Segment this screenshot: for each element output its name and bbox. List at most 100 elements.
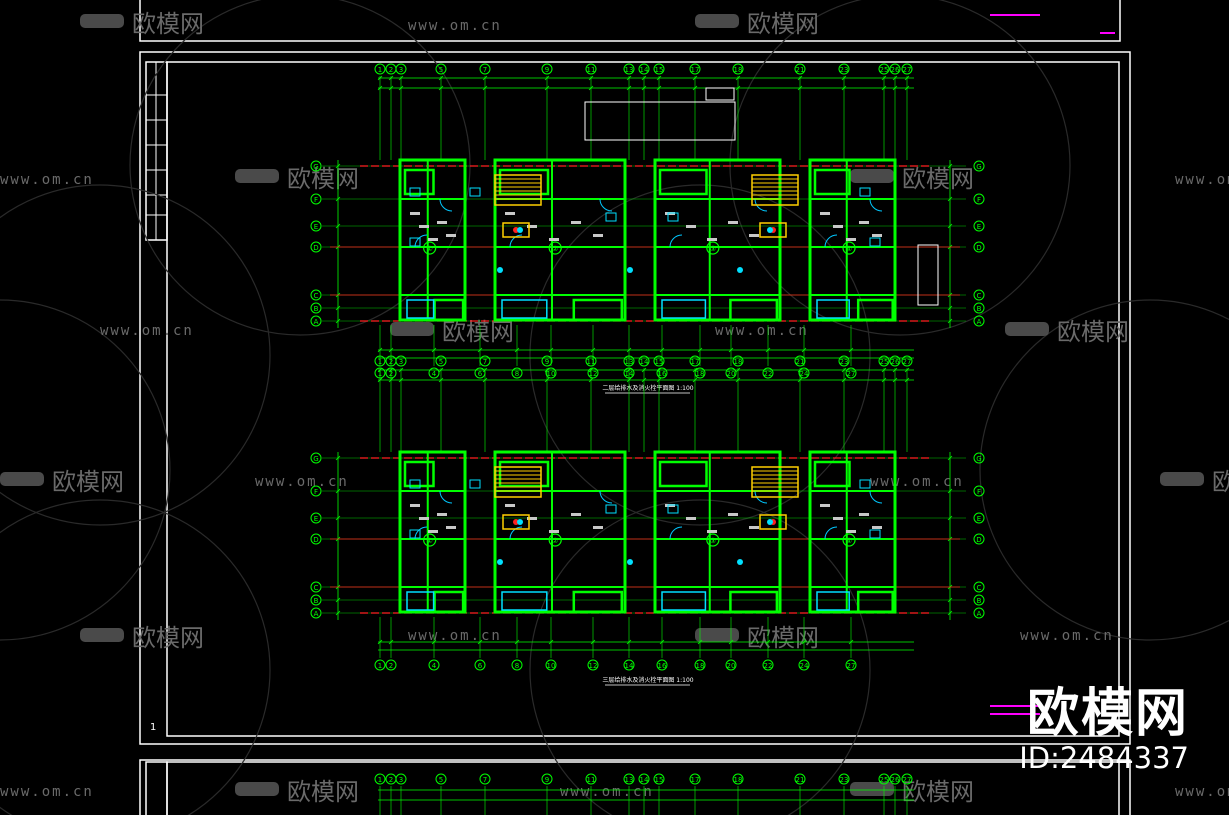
- door-swing: [439, 198, 453, 212]
- watermark-brand-text: 欧模网: [902, 778, 974, 806]
- watermark-brand-text: 欧模网: [747, 10, 819, 38]
- axis-bubble: [656, 367, 668, 379]
- unit-outer-wall: [808, 450, 897, 614]
- room-text-mark: [728, 221, 738, 224]
- hydrant-box: [502, 222, 530, 238]
- axis-label: 4: [432, 662, 437, 670]
- dimension-tick: [388, 639, 394, 645]
- dimension-tick: [892, 377, 898, 383]
- axis-label: 1: [378, 358, 382, 366]
- axis-bubble: [798, 367, 810, 379]
- axis-label: D: [313, 244, 318, 252]
- hydrant-box: [759, 222, 787, 238]
- dimension-tick: [588, 377, 594, 383]
- axis-bubble: [973, 160, 985, 172]
- axis-label: 23: [840, 358, 849, 366]
- axis-label: C: [977, 292, 982, 300]
- axis-label: 27: [903, 66, 912, 74]
- dimension-tick: [388, 85, 394, 91]
- watermark-site-text: www.om.cn: [560, 784, 654, 800]
- room-text-mark: [446, 526, 456, 529]
- room-text-mark: [419, 225, 429, 228]
- axis-bubble: [587, 659, 599, 671]
- room-text-mark: [428, 530, 438, 533]
- axis-label: B: [314, 305, 319, 313]
- axis-bubble: [623, 355, 635, 367]
- unit-label: ③: [710, 537, 716, 545]
- dimension-tick: [947, 455, 953, 461]
- watermark-sofa-icon: [695, 628, 739, 642]
- room-text-mark: [820, 504, 830, 507]
- dimension-tick: [482, 75, 488, 81]
- dimension-tick: [477, 347, 483, 353]
- axis-bubble: [385, 659, 397, 671]
- axis-bubble: [689, 355, 701, 367]
- dimension-tick: [590, 347, 596, 353]
- axis-label: 12: [589, 662, 598, 670]
- axis-bubble: [973, 315, 985, 327]
- unit-outer-wall: [493, 158, 627, 322]
- room-text-mark: [527, 225, 537, 228]
- door-swing: [824, 526, 838, 540]
- watermark-ring: [979, 299, 1229, 641]
- dimension-tick: [841, 85, 847, 91]
- axis-bubble: [310, 594, 322, 606]
- axis-bubble: [901, 63, 913, 75]
- room-text-mark: [859, 513, 869, 516]
- unit-outer-wall: [398, 450, 467, 614]
- axis-bubble: [638, 355, 650, 367]
- axis-label: 8: [515, 370, 519, 378]
- axis-bubble: [428, 367, 440, 379]
- plumbing-fixture: [667, 212, 679, 222]
- watermark-sofa-icon: [695, 14, 739, 28]
- axis-label: 22: [764, 370, 773, 378]
- door-swing: [824, 234, 838, 248]
- axis-label: E: [314, 223, 318, 231]
- watermark-sofa-icon: [850, 169, 894, 183]
- watermark-brand-text: 欧模网: [442, 318, 514, 346]
- axis-bubble: [798, 659, 810, 671]
- axis-label: 22: [764, 662, 773, 670]
- stair-outline: [751, 174, 799, 206]
- dimension-tick: [659, 639, 665, 645]
- dimension-tick: [765, 639, 771, 645]
- axis-label: B: [314, 597, 319, 605]
- dimension-tick: [335, 196, 341, 202]
- window-cyan: [661, 591, 707, 611]
- axis-bubble: [374, 659, 386, 671]
- dimension-tick: [801, 347, 807, 353]
- dimension-tick: [904, 75, 910, 81]
- room-text-mark: [505, 212, 515, 215]
- axis-label: 11: [587, 66, 596, 74]
- room-text-mark: [428, 238, 438, 241]
- dimension-tick: [626, 347, 632, 353]
- axis-bubble: [585, 63, 597, 75]
- plan-caption: 三层给排水及消火栓平面图 1:100: [602, 676, 693, 684]
- axis-label: 13: [625, 776, 634, 784]
- axis-bubble: [794, 355, 806, 367]
- axis-label: 2: [389, 358, 393, 366]
- axis-label: 10: [547, 662, 556, 670]
- room-text-mark: [872, 234, 882, 237]
- floor-plan-second[interactable]: 1235791113141517182123252627124681012141…: [310, 63, 985, 394]
- dimension-tick: [692, 85, 698, 91]
- axis-label: 25: [880, 66, 889, 74]
- axis-label: 23: [840, 66, 849, 74]
- axis-label: 23: [840, 776, 849, 784]
- axis-bubble: [973, 533, 985, 545]
- dimension-tick: [377, 85, 383, 91]
- dimension-tick: [656, 85, 662, 91]
- axis-bubble: [310, 241, 322, 253]
- balcony-wall: [856, 298, 894, 322]
- axis-label: 26: [891, 776, 900, 784]
- axis-bubble: [689, 63, 701, 75]
- dimension-tick: [514, 347, 520, 353]
- dimension-tick: [697, 639, 703, 645]
- axis-bubble: [725, 367, 737, 379]
- axis-bubble: [435, 63, 447, 75]
- axis-bubble: [310, 302, 322, 314]
- axis-bubble: [428, 659, 440, 671]
